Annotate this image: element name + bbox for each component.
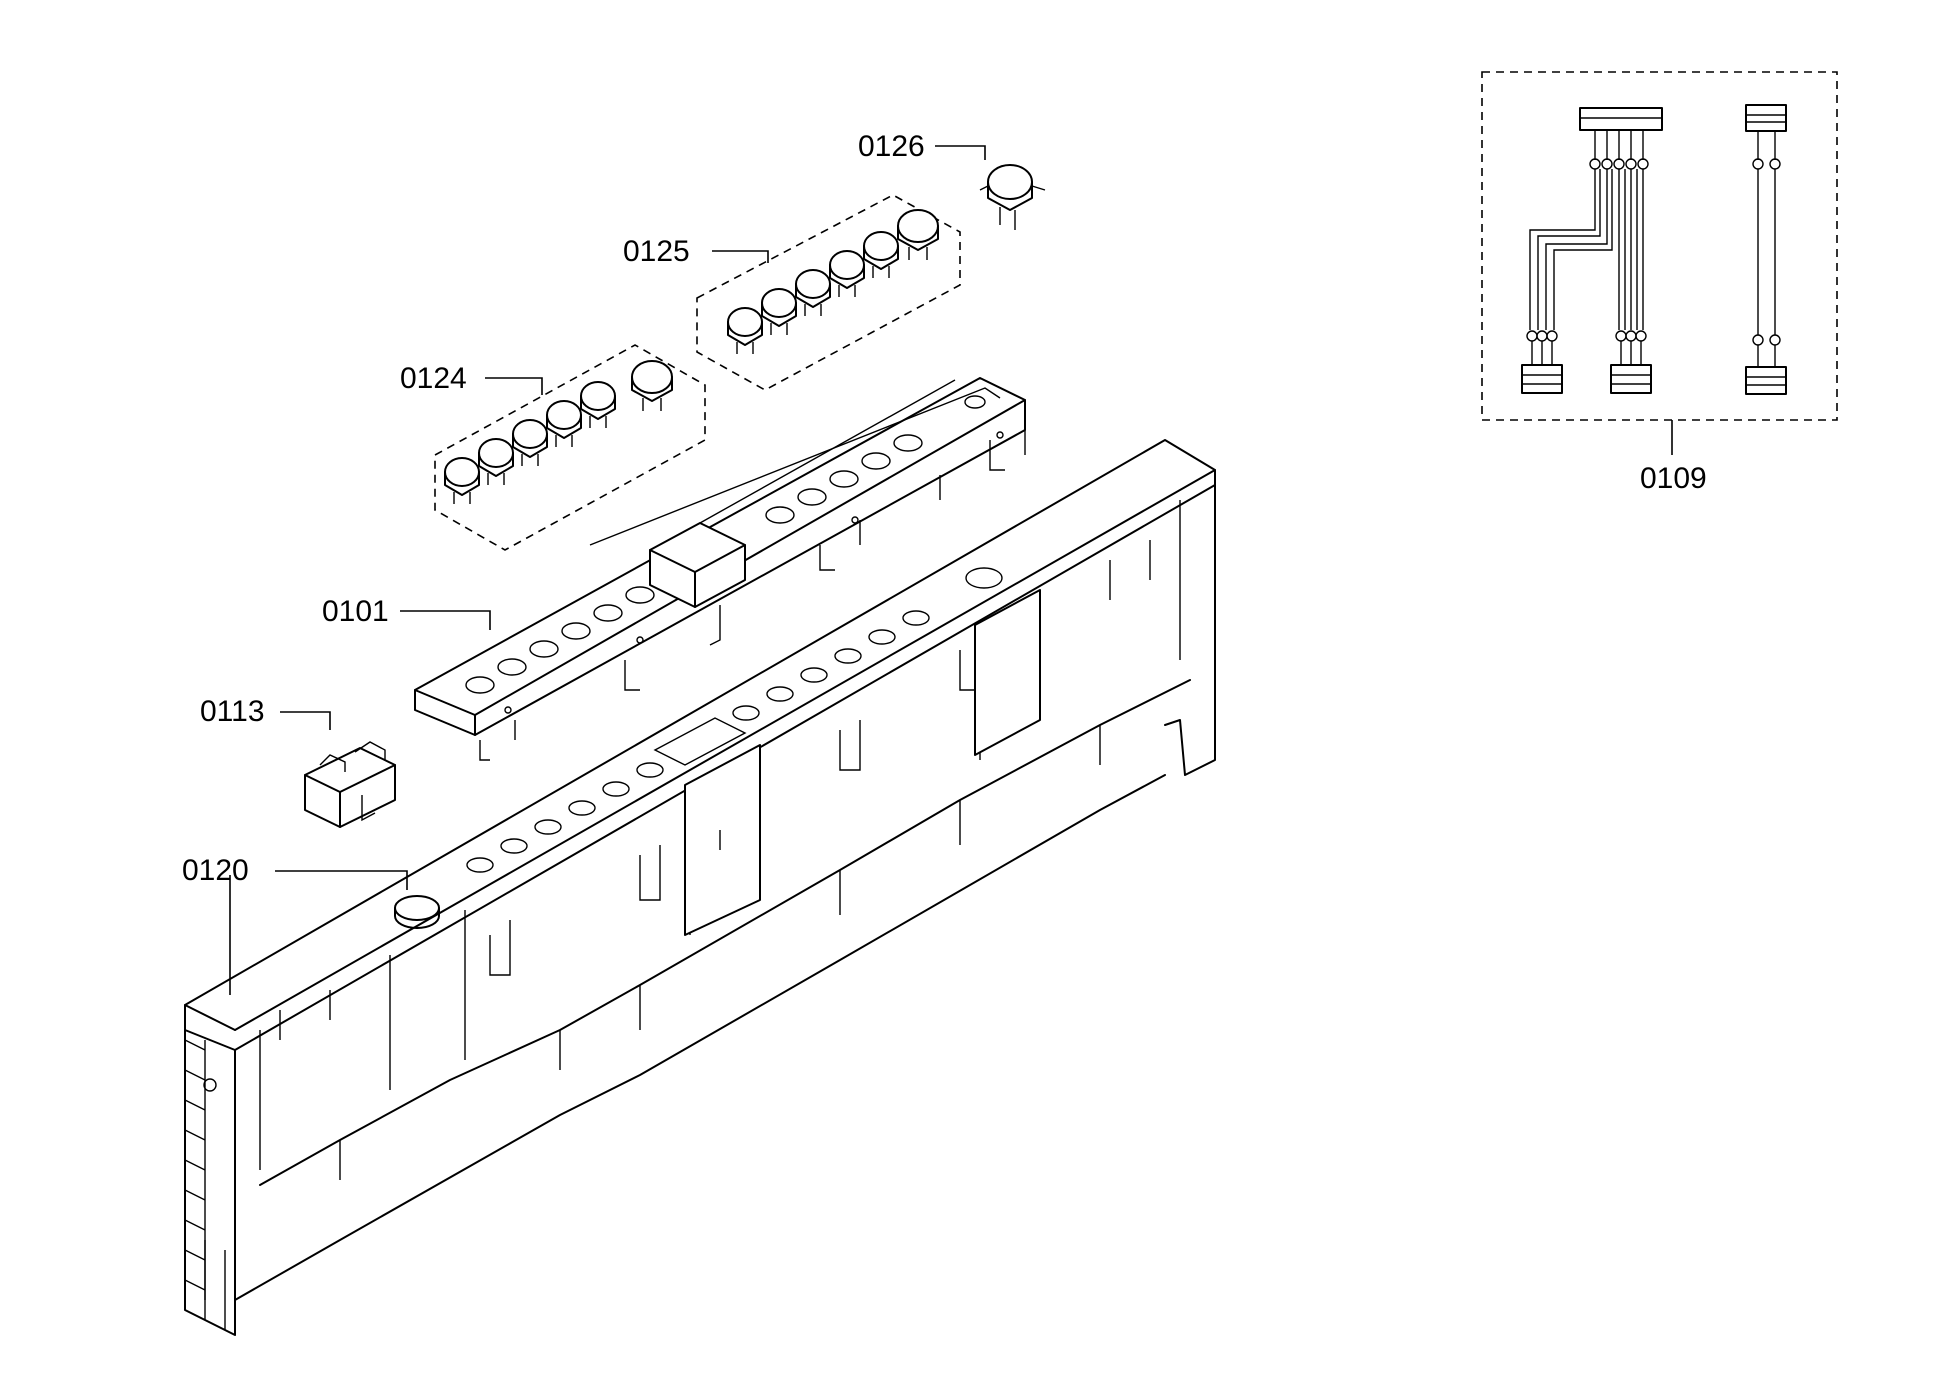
button-0124-keys [444, 360, 673, 504]
button-set-0125 [696, 194, 961, 391]
wire-harness-0109 [1481, 71, 1838, 421]
knob-0120 [394, 895, 440, 929]
part-labels: 0101 0109 0113 0120 0124 0125 0126 [182, 130, 1707, 887]
label-0120: 0120 [182, 854, 249, 887]
button-holes [466, 567, 1003, 873]
label-0113: 0113 [200, 695, 265, 728]
button-0126 [979, 164, 1046, 230]
label-0109: 0109 [1640, 462, 1707, 495]
label-0124: 0124 [400, 362, 467, 395]
button-set-0124 [434, 344, 706, 551]
control-panel-frame [184, 439, 1216, 1336]
button-0125-keys [727, 209, 939, 354]
leader-lines [229, 145, 1673, 995]
label-0125: 0125 [623, 235, 690, 268]
connector-0113 [304, 741, 396, 828]
label-0101: 0101 [322, 595, 389, 628]
electronic-module [414, 377, 1026, 761]
label-0126: 0126 [858, 130, 925, 163]
